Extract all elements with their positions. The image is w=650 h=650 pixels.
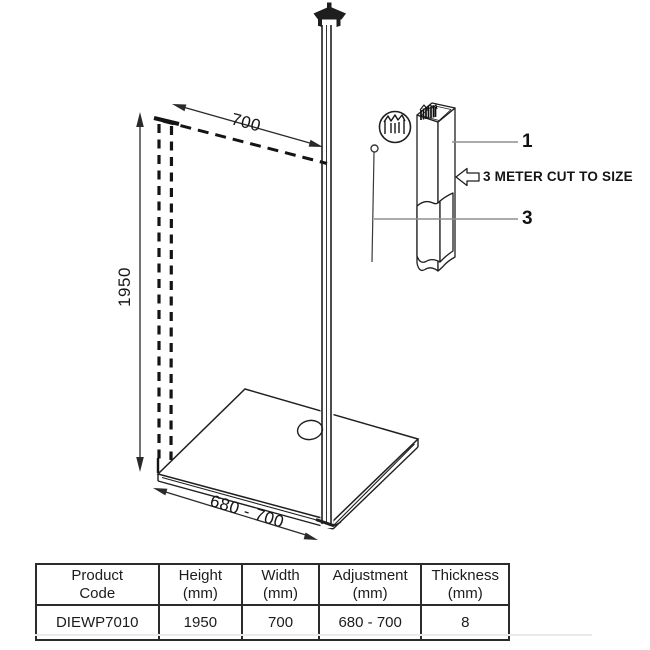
height-dimension-label: 1950 — [115, 267, 134, 307]
spec-table: Product Code Height (mm) Width (mm) Adju… — [35, 563, 510, 641]
wall-profile-detail-circle — [370, 110, 412, 263]
ceiling-cap-icon — [313, 2, 346, 27]
spec-col-thickness: Thickness (mm) — [420, 563, 510, 606]
cut-to-size-arrow-icon — [455, 167, 480, 187]
spec-header-row: Product Code Height (mm) Width (mm) Adju… — [35, 563, 510, 606]
spec-col-height: Height (mm) — [157, 563, 244, 606]
faint-underline — [35, 634, 592, 636]
height-dimension-arrow — [136, 112, 144, 472]
header-line: Adjustment — [332, 567, 408, 585]
callout-3-label: 3 — [522, 208, 533, 229]
profile-piece-bottom — [416, 192, 454, 263]
header-line: Width — [261, 567, 300, 585]
dashed-glass-outline — [153, 116, 328, 473]
leader-thin-line — [371, 152, 375, 263]
header-line: (mm) — [263, 584, 299, 602]
spec-col-product-code: Product Code — [35, 563, 160, 606]
shower-tray — [156, 388, 420, 530]
header-line: (mm) — [352, 584, 388, 602]
header-line: (mm) — [182, 584, 218, 602]
spec-col-width: Width (mm) — [241, 563, 320, 606]
width-dimension-arrow — [172, 104, 323, 147]
spec-col-adjustment: Adjustment (mm) — [317, 563, 423, 606]
header-line: Height — [178, 567, 223, 585]
cut-to-size-note: 3 METER CUT TO SIZE — [483, 169, 633, 184]
header-line: (mm) — [447, 584, 483, 602]
callout-1-label: 1 — [522, 131, 533, 152]
profile-cross-section-icon — [383, 114, 406, 134]
leader-dot — [370, 144, 379, 153]
header-line: Thickness — [431, 567, 499, 585]
header-line: Product — [71, 567, 124, 585]
adjustment-strip-hatch — [419, 103, 438, 120]
header-line: Code — [79, 584, 116, 602]
support-post — [315, 25, 342, 528]
adjustment-dimension-arrow — [153, 488, 318, 540]
